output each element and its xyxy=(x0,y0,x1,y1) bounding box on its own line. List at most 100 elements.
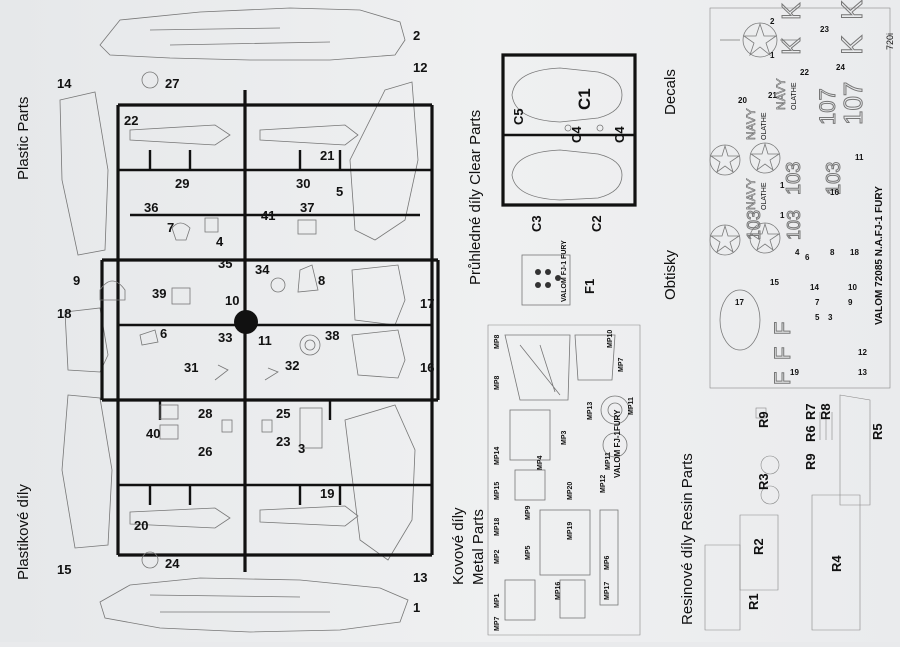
part-label-mp3: MP3 xyxy=(561,431,568,446)
instrument-film-f1: VALOM FJ-1 FURY F1 xyxy=(521,240,597,306)
part-39-box xyxy=(171,287,191,305)
part-label-21: 21 xyxy=(320,148,334,163)
decal-navy-b: NAVY xyxy=(774,78,788,110)
film-dial xyxy=(545,282,551,288)
part-label-7: 7 xyxy=(167,220,174,235)
heading-clear-parts: Průhledné díly Clear Parts xyxy=(467,110,484,285)
decal-label-9: 9 xyxy=(848,298,853,307)
resin-r4 xyxy=(811,494,861,631)
part-label-1: 1 xyxy=(413,600,420,615)
squadron-badge xyxy=(719,289,761,351)
part-label-r9b: R9 xyxy=(756,411,771,428)
decal-103-c: 103 xyxy=(744,210,764,240)
mp12-wheel xyxy=(602,432,628,458)
wheel-38 xyxy=(299,334,321,356)
part-40a xyxy=(159,404,179,420)
part-32 xyxy=(264,367,279,381)
part-label-27: 27 xyxy=(165,76,179,91)
part-label-19: 19 xyxy=(320,486,334,501)
part-label-r6: R6 xyxy=(803,425,818,442)
part-label-c1: C1 xyxy=(575,88,594,110)
part-label-mp4: MP4 xyxy=(537,456,544,471)
part-label-32: 32 xyxy=(285,358,299,373)
heading-metal-parts: Metal Parts xyxy=(470,509,487,585)
tailplane-17 xyxy=(351,264,406,326)
film-dial xyxy=(535,282,541,288)
decal-label-16: 16 xyxy=(830,188,839,197)
decal-k-3: K xyxy=(776,37,806,55)
part-label-33: 33 xyxy=(218,330,232,345)
clear-parts-sprue: C1 C2 C3 C4 C4 C5 Průhledné díly Clear P… xyxy=(467,53,637,306)
sprue-runners xyxy=(118,168,432,487)
part-label-r1: R1 xyxy=(746,593,761,610)
decal-label-18: 18 xyxy=(850,248,859,257)
mp9-outline xyxy=(504,334,571,401)
wheel-24 xyxy=(141,551,159,569)
part-label-mp9b: MP8 xyxy=(494,376,501,391)
part-label-mp21: MP20 xyxy=(567,482,574,500)
resin-r2 xyxy=(739,514,779,591)
resin-r1 xyxy=(704,544,741,631)
part-label-18: 18 xyxy=(57,306,71,321)
mp21-part xyxy=(514,469,546,501)
light-c4a xyxy=(564,124,572,132)
decal-k-4: K xyxy=(776,2,806,20)
part-label-4: 4 xyxy=(216,234,224,249)
decal-107-b: 107 xyxy=(815,88,840,125)
resin-r6-r8-rods xyxy=(819,412,833,440)
decal-f-a: F xyxy=(770,372,795,385)
decal-label-23: 23 xyxy=(820,25,829,34)
decal-label-11: 11 xyxy=(855,153,864,162)
part-label-23: 23 xyxy=(276,434,290,449)
part-label-30: 30 xyxy=(296,176,310,191)
sprue-frame-inner xyxy=(100,258,440,402)
part-label-38: 38 xyxy=(325,328,339,343)
decal-sheet-code: 720i xyxy=(885,33,895,50)
decal-f-b: F xyxy=(770,347,795,360)
part-label-28: 28 xyxy=(198,406,212,421)
decal-103-b: 103 xyxy=(823,162,845,195)
part-label-22: 22 xyxy=(124,113,138,128)
clear-sprue-frame xyxy=(501,53,637,207)
film-outline xyxy=(521,254,571,306)
decal-label-21: 21 xyxy=(768,91,777,100)
plastic-sprue: 2 1 3 4 5 6 7 8 9 10 11 12 13 14 15 16 1… xyxy=(15,7,440,633)
part-label-29: 29 xyxy=(175,176,189,191)
part-label-mp2: MP2 xyxy=(494,550,501,565)
film-dial xyxy=(535,269,541,275)
part-label-20: 20 xyxy=(134,518,148,533)
part-label-r3: R3 xyxy=(756,473,771,490)
part-label-9: 9 xyxy=(73,273,80,288)
part-label-c4b: C4 xyxy=(612,126,627,143)
part-34-circle xyxy=(270,277,286,293)
part-label-17: 17 xyxy=(420,296,434,311)
decal-label-17: 17 xyxy=(735,298,744,307)
drop-tank-20 xyxy=(129,507,231,529)
heading-resin-parts: Resinové díly Resin Parts xyxy=(679,453,696,625)
decal-k-1: K xyxy=(836,35,869,55)
canopy-c1 xyxy=(511,67,623,123)
part-25 xyxy=(261,419,273,433)
part-label-mp11: MP11 xyxy=(605,452,612,470)
drop-tank-21 xyxy=(259,124,359,146)
part-4 xyxy=(204,217,219,233)
drop-tank-19 xyxy=(259,505,359,527)
part-label-c3: C3 xyxy=(529,215,544,232)
decal-label-7: 7 xyxy=(815,298,820,307)
wing-part-13 xyxy=(344,404,416,561)
part-label-mp7b: MP7 xyxy=(494,617,501,632)
light-c4b xyxy=(596,124,604,132)
part-label-6: 6 xyxy=(160,326,167,341)
resin-r3-wheel-a xyxy=(760,455,780,475)
part-label-mp12: MP11 xyxy=(628,397,635,415)
part-label-13: 13 xyxy=(413,570,427,585)
part-label-5: 5 xyxy=(336,184,343,199)
part-label-r4: R4 xyxy=(829,555,844,572)
part-label-r7: R7 xyxy=(803,403,818,420)
decal-olathe-b: OLATHE xyxy=(791,82,798,110)
film-fret-text: VALOM FJ-1 FURY xyxy=(561,240,568,302)
decal-label-2: 2 xyxy=(770,17,775,26)
part-label-39: 39 xyxy=(152,286,166,301)
sprue-frame-outer xyxy=(116,103,434,557)
